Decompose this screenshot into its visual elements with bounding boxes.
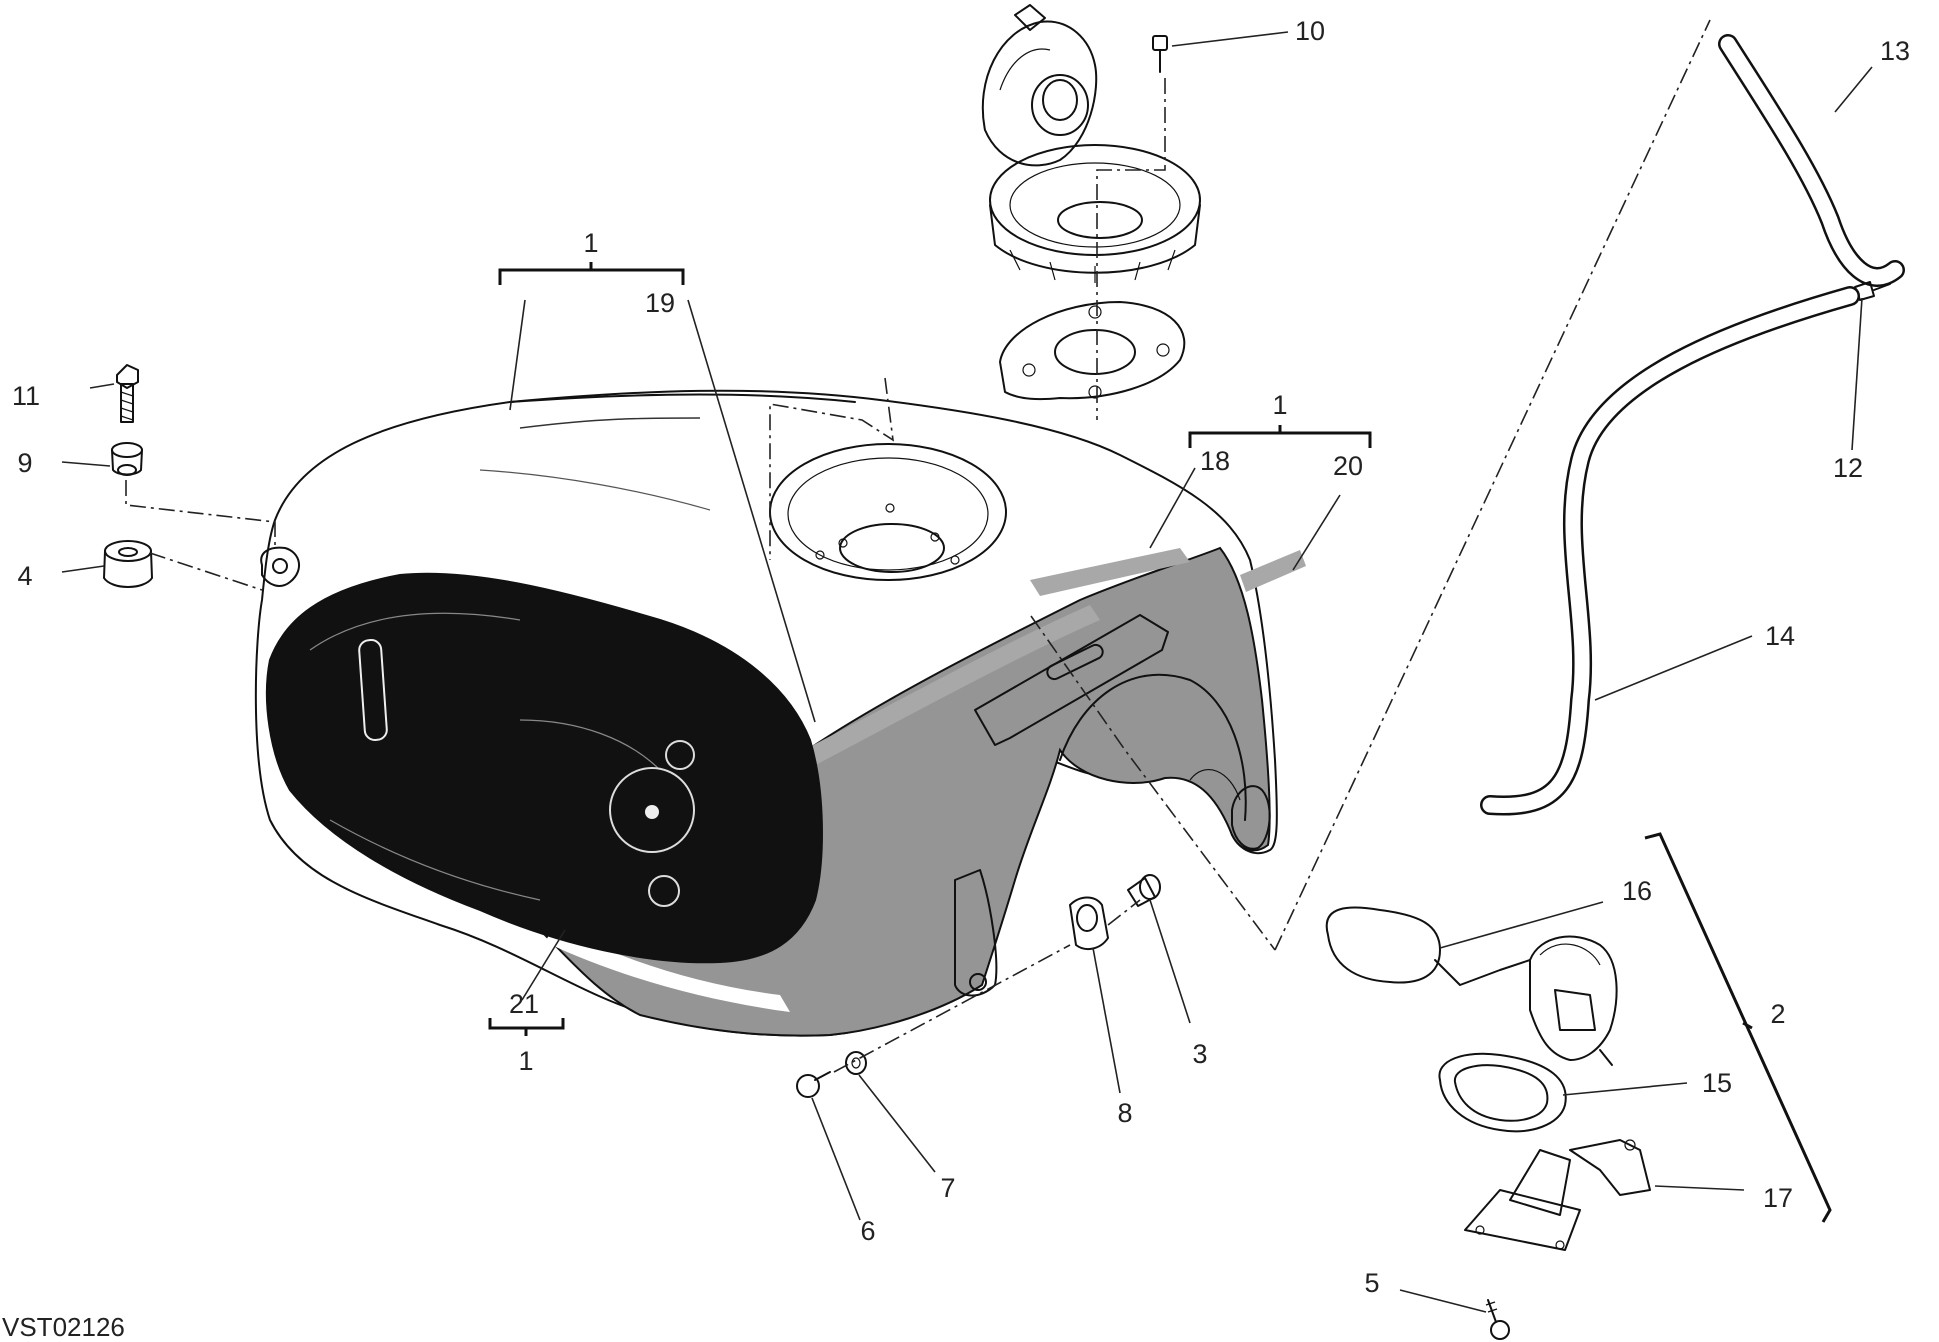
callout-1-bottom: 1 bbox=[518, 1046, 533, 1076]
bushing-9 bbox=[111, 442, 143, 476]
panel-slot bbox=[358, 639, 388, 741]
callout-15: 15 bbox=[1702, 1068, 1732, 1098]
callout-1-right: 1 bbox=[1272, 390, 1287, 420]
rubber-grommet-4 bbox=[103, 540, 153, 588]
callout-6: 6 bbox=[860, 1216, 875, 1246]
callout-1-top: 1 bbox=[583, 228, 598, 258]
callout-19: 19 bbox=[645, 288, 675, 318]
screw-6 bbox=[796, 1071, 831, 1098]
callout-2: 2 bbox=[1770, 999, 1785, 1029]
callout-17: 17 bbox=[1763, 1183, 1793, 1213]
brace-1-top bbox=[498, 268, 685, 285]
fuel-level-float-16 bbox=[1325, 906, 1531, 986]
stripe-20 bbox=[1240, 550, 1306, 592]
callout-20: 20 bbox=[1333, 451, 1363, 481]
callout-21: 21 bbox=[509, 989, 539, 1019]
screw-5 bbox=[1485, 1299, 1510, 1340]
brace-1-bottom bbox=[488, 1018, 565, 1030]
breather-hose-13 bbox=[1718, 34, 1905, 287]
callout-10: 10 bbox=[1295, 16, 1325, 46]
stripe-19 bbox=[800, 605, 1100, 768]
panel-bolt-upper bbox=[665, 740, 695, 770]
brace-2 bbox=[1644, 832, 1832, 1223]
filler-cap-ring bbox=[989, 144, 1201, 256]
callout-7: 7 bbox=[940, 1173, 955, 1203]
callout-5: 5 bbox=[1364, 1268, 1379, 1298]
callout-4: 4 bbox=[17, 561, 32, 591]
screw-10 bbox=[1152, 35, 1168, 73]
callout-13: 13 bbox=[1880, 36, 1910, 66]
rear-bracket bbox=[974, 614, 1169, 746]
rear-hook bbox=[1231, 785, 1271, 850]
fuel-pump-16 bbox=[1529, 935, 1618, 1066]
fuel-tank bbox=[254, 19, 1711, 1037]
callout-14: 14 bbox=[1765, 621, 1795, 651]
stripe-21 bbox=[545, 925, 790, 1012]
tank-black-panel bbox=[265, 572, 823, 964]
stripe-18 bbox=[1030, 548, 1190, 596]
filler-gasket bbox=[999, 301, 1186, 401]
diagram-reference-code: VST02126 bbox=[2, 1312, 125, 1342]
panel-bolt-lower bbox=[648, 875, 680, 907]
spacer-3 bbox=[1127, 874, 1161, 907]
breather-hose-14 bbox=[1480, 286, 1860, 816]
side-mount bbox=[954, 869, 998, 997]
callout-18: 18 bbox=[1200, 446, 1230, 476]
callout-9: 9 bbox=[17, 448, 32, 478]
filler-opening-inner bbox=[839, 523, 945, 573]
bolt-11 bbox=[116, 364, 139, 423]
pump-flange-17 bbox=[1464, 1139, 1651, 1251]
gasket-15 bbox=[1438, 1052, 1567, 1133]
washer-7 bbox=[845, 1051, 867, 1075]
callout-16: 16 bbox=[1622, 876, 1652, 906]
front-mount-tab bbox=[260, 546, 300, 587]
callout-3: 3 bbox=[1192, 1039, 1207, 1069]
callout-11: 11 bbox=[12, 381, 40, 411]
filler-cap-assembly bbox=[769, 4, 1201, 560]
callout-8: 8 bbox=[1117, 1098, 1132, 1128]
callout-12: 12 bbox=[1833, 453, 1863, 483]
rubber-block-8 bbox=[1069, 896, 1109, 951]
